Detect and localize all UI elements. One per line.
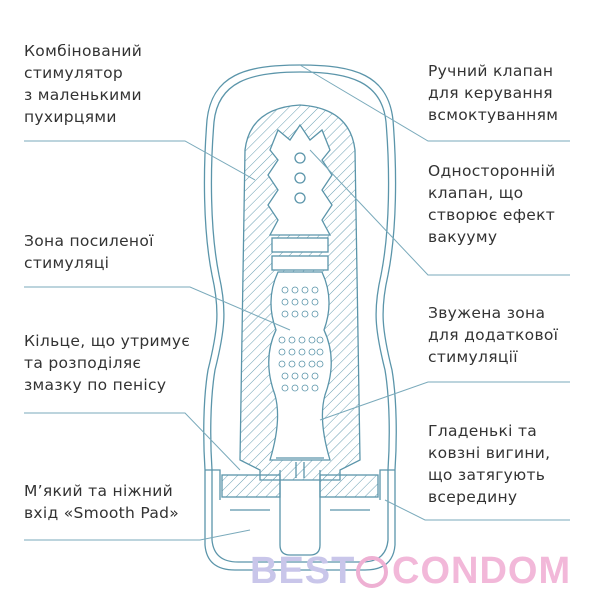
watermark-best: BEST	[250, 550, 356, 592]
label-line: з маленькими	[24, 86, 142, 104]
label-line: Кільце, що утримує	[24, 332, 191, 350]
label-line: вакууму	[428, 228, 498, 246]
label-line: пухирцями	[24, 108, 117, 126]
label-line: клапан, що	[428, 184, 524, 202]
label-enhanced-zone: Зона посиленої стимуляці	[24, 230, 154, 274]
label-line: та розподіляє	[24, 354, 142, 372]
label-line: ковзні вигини,	[428, 444, 551, 462]
label-line: Гладенькі та	[428, 422, 538, 440]
label-line: створює ефект	[428, 206, 556, 224]
leader-lines	[24, 64, 570, 541]
label-line: Комбінований	[24, 42, 143, 60]
label-smooth-pad: М’який та ніжний вхід «Smooth Pad»	[24, 480, 179, 524]
label-combined-stimulator: Комбінований стимулятор з маленькими пух…	[24, 40, 142, 128]
label-line: М’який та ніжний	[24, 482, 173, 500]
label-line: що затягують	[428, 466, 546, 484]
label-line: стимуляці	[24, 254, 110, 272]
inner-canal	[267, 123, 333, 236]
label-one-way-valve: Односторонній клапан, що створює ефект в…	[428, 160, 555, 248]
label-line: для керування	[428, 84, 553, 102]
label-line: змазку по пенісу	[24, 376, 167, 394]
label-line: всмоктуванням	[428, 106, 559, 124]
label-line: всередину	[428, 488, 518, 506]
label-smooth-curves: Гладенькі та ковзні вигини, що затягують…	[428, 420, 550, 508]
label-manual-valve: Ручний клапан для керування всмоктування…	[428, 60, 558, 126]
bubbles	[294, 152, 306, 204]
label-line: вхід «Smooth Pad»	[24, 504, 180, 522]
label-line: Односторонній	[428, 162, 556, 180]
label-line: стимуляції	[428, 348, 518, 366]
label-line: Звужена зона	[428, 304, 546, 322]
outer-case	[203, 64, 397, 571]
label-line: для додаткової	[428, 326, 559, 344]
label-line: Зона посиленої	[24, 232, 154, 250]
watermark-condom: CONDOM	[392, 550, 572, 592]
watermark-logo-icon	[356, 556, 388, 588]
label-narrow-zone: Звужена зона для додаткової стимуляції	[428, 302, 558, 368]
label-ring: Кільце, що утримує та розподіляє змазку …	[24, 330, 190, 396]
label-line: Ручний клапан	[428, 62, 554, 80]
label-line: стимулятор	[24, 64, 124, 82]
